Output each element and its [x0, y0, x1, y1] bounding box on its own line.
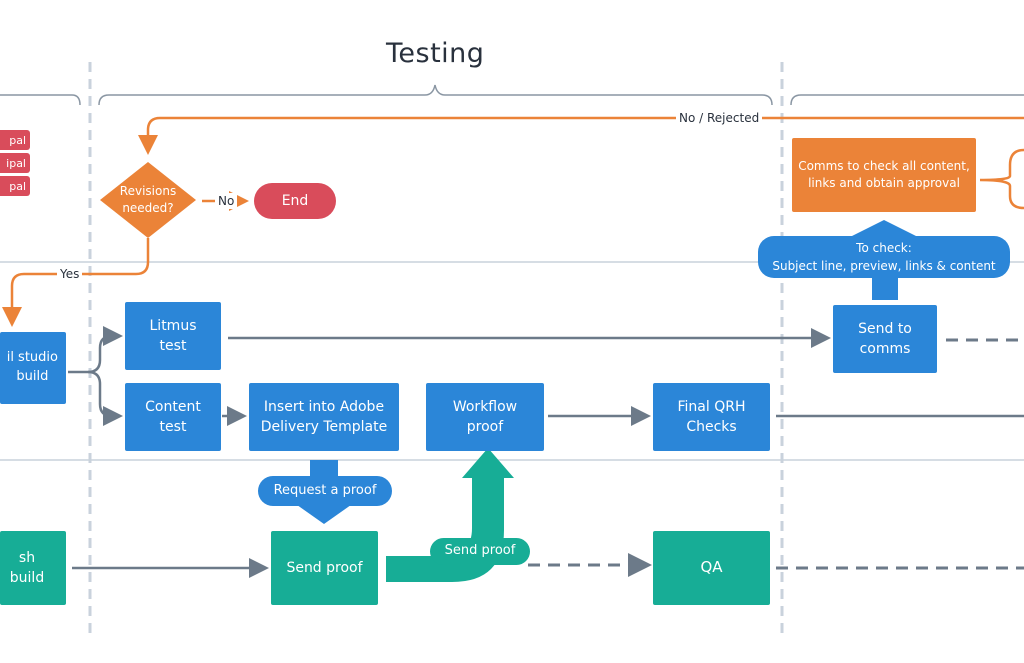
left-badge-1: pal	[0, 130, 30, 150]
left-badge-3: pal	[0, 176, 30, 196]
label-no: No	[215, 193, 238, 209]
node-content-test[interactable]: Content test	[125, 383, 221, 451]
node-fresh-build[interactable]: sh build	[0, 531, 66, 605]
phase-title-testing: Testing	[386, 38, 485, 69]
phase-brace-testing	[98, 84, 773, 106]
connector-rejected-loop	[138, 116, 1024, 155]
node-comms-check[interactable]: Comms to check all content, links and ob…	[792, 138, 976, 212]
label-no-rejected: No / Rejected	[676, 110, 763, 126]
callout-request-proof: Request a proof	[258, 476, 392, 506]
node-workflow-proof[interactable]: Workflow proof	[426, 383, 544, 451]
phase-brace-left	[0, 94, 81, 106]
node-qa[interactable]: QA	[653, 531, 770, 605]
node-end[interactable]: End	[254, 183, 336, 219]
node-send-to-comms[interactable]: Send to comms	[833, 305, 937, 373]
node-final-qrh-checks[interactable]: Final QRH Checks	[653, 383, 770, 451]
label-yes: Yes	[57, 266, 83, 282]
connector-build-fork-lower	[87, 370, 123, 426]
node-insert-template[interactable]: Insert into Adobe Delivery Template	[249, 383, 399, 451]
callout-to-check: To check: Subject line, preview, links &…	[758, 236, 1010, 278]
left-badge-2: ipal	[0, 153, 30, 173]
callout-send-proof: Send proof	[430, 538, 530, 565]
decision-diamond-shape	[100, 162, 196, 238]
connector-brace-right	[979, 148, 1024, 210]
connector-build-fork	[68, 326, 123, 374]
decision-revisions-needed[interactable]: Revisions needed?	[119, 183, 177, 215]
node-litmus-test[interactable]: Litmus test	[125, 302, 221, 370]
phase-brace-right	[790, 94, 1024, 106]
node-studio-build[interactable]: il studio build	[0, 332, 66, 404]
node-send-proof[interactable]: Send proof	[271, 531, 378, 605]
